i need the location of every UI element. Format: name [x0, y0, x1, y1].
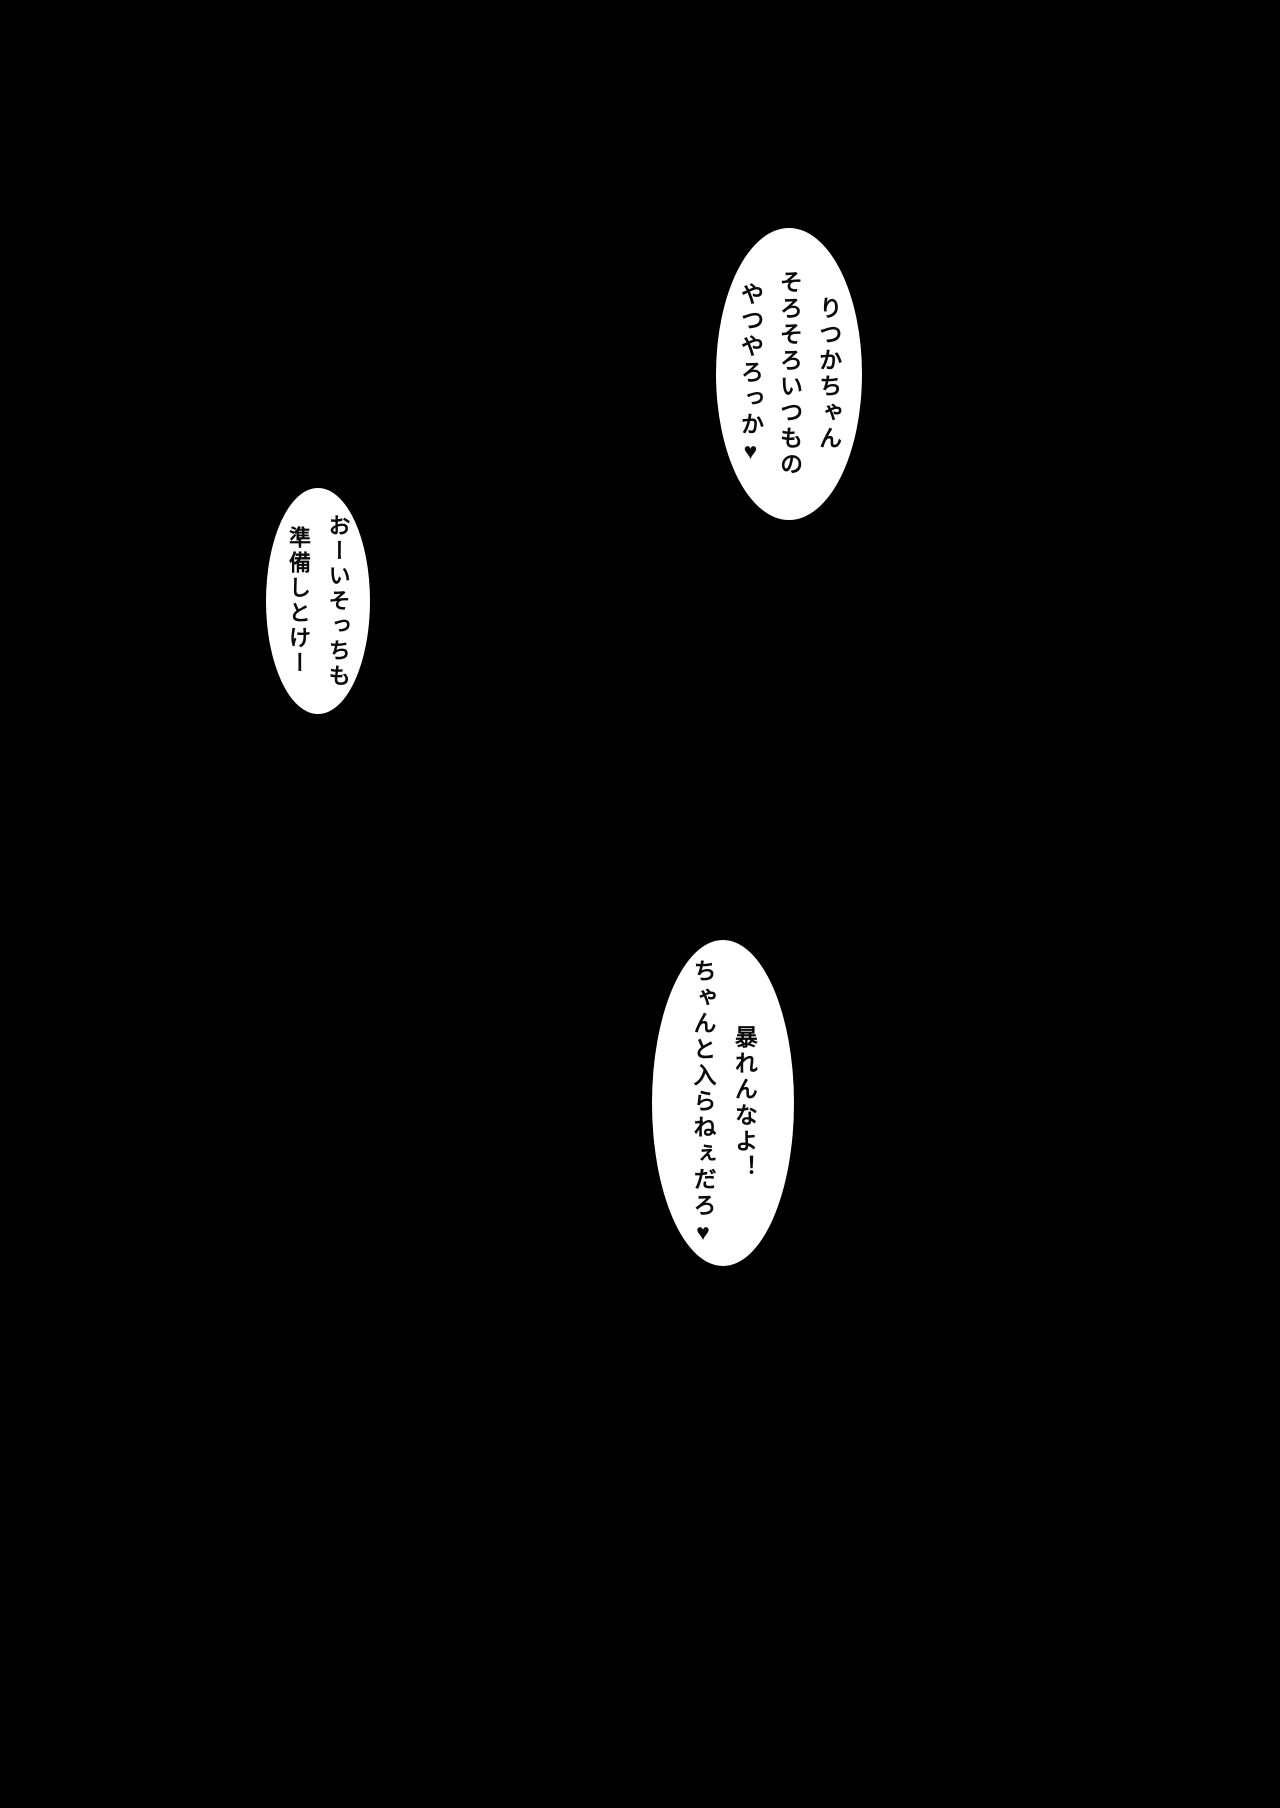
speech-bubble-text: 暴れんなよ！ ちゃんと入らねぇだろ♥ — [682, 959, 765, 1248]
bubble-line: やつやろっか♥ — [737, 281, 764, 467]
speech-bubble-text: りつかちゃん そろそろいつもの やつやろっか♥ — [730, 270, 847, 478]
bubble-line: おーいそっちも — [325, 513, 351, 689]
speech-bubble-top-right: りつかちゃん そろそろいつもの やつやろっか♥ — [716, 228, 862, 520]
bubble-line: ちゃんと入らねぇだろ♥ — [690, 958, 716, 1248]
bubble-line: 暴れんなよ！ — [731, 1025, 758, 1181]
bubble-line: そろそろいつもの — [776, 270, 803, 478]
speech-bubble-middle-left: おーいそっちも 準備しとけー — [266, 488, 370, 714]
speech-bubble-text: おーいそっちも 準備しとけー — [278, 514, 357, 689]
bubble-line: りつかちゃん — [815, 296, 842, 452]
bubble-line: 準備しとけー — [286, 526, 311, 676]
speech-bubble-bottom-right: 暴れんなよ！ ちゃんと入らねぇだろ♥ — [652, 940, 794, 1266]
